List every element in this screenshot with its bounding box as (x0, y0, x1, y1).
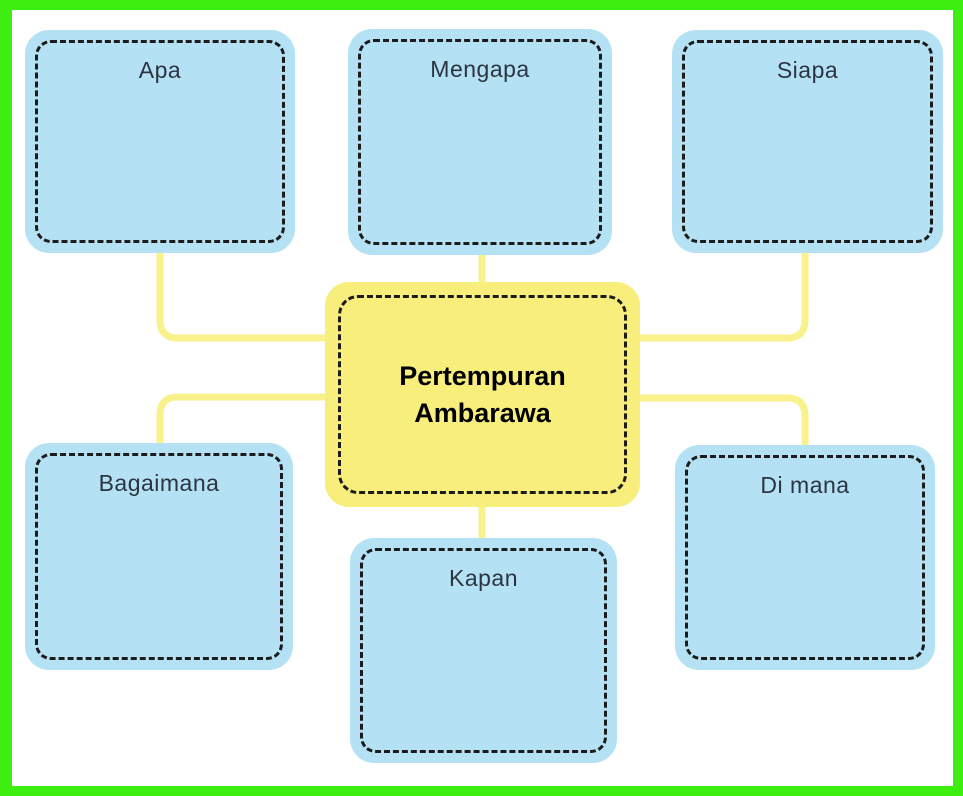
node-center-topic: Pertempuran Ambarawa (325, 282, 640, 507)
node-siapa: Siapa (672, 30, 943, 253)
node-kapan-label: Kapan (448, 565, 518, 591)
node-apa-label: Apa (138, 57, 182, 83)
node-kapan-dashed-area: Kapan (360, 548, 607, 753)
node-kapan: Kapan (350, 538, 617, 763)
node-siapa-label: Siapa (776, 57, 839, 83)
connector-siapa (635, 250, 809, 342)
node-bagaimana-label: Bagaimana (98, 470, 220, 496)
node-siapa-dashed-area: Siapa (682, 40, 933, 243)
node-bagaimana-dashed-area: Bagaimana (35, 453, 283, 660)
connector-di-mana (635, 394, 809, 449)
node-di-mana-label: Di mana (760, 472, 850, 498)
center-topic-label: Pertempuran Ambarawa (399, 361, 566, 428)
node-mengapa-label: Mengapa (430, 56, 530, 82)
node-mengapa: Mengapa (348, 29, 612, 255)
node-apa: Apa (25, 30, 295, 253)
node-di-mana-dashed-area: Di mana (685, 455, 925, 660)
node-center-dashed-area: Pertempuran Ambarawa (338, 295, 627, 494)
node-bagaimana: Bagaimana (25, 443, 293, 670)
connector-apa (156, 250, 330, 342)
node-mengapa-dashed-area: Mengapa (358, 39, 602, 245)
node-di-mana: Di mana (675, 445, 935, 670)
connector-bagaimana (156, 393, 330, 447)
node-apa-dashed-area: Apa (35, 40, 285, 243)
